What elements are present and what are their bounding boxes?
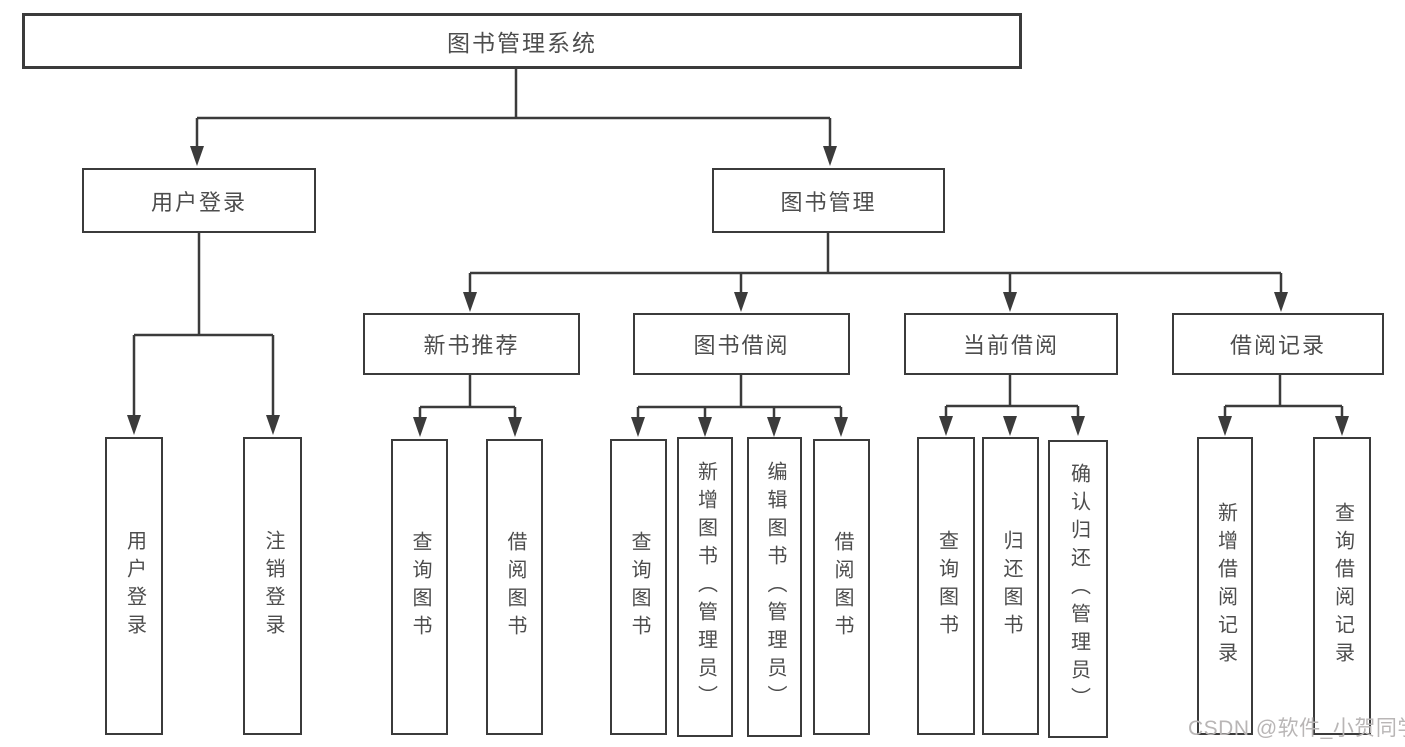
leaf-borrow-books-2: 借阅图书: [813, 439, 870, 735]
leaf-return-books: 归还图书: [982, 437, 1039, 735]
leaf-confirm-return-admin: 确认归还（管理员）: [1048, 440, 1108, 738]
leaf-label: 确认归还（管理员）: [1067, 463, 1090, 715]
node-label: 图书管理: [780, 189, 877, 215]
leaf-logout: 注销登录: [243, 437, 302, 735]
node-book-management: 图书管理: [712, 168, 945, 233]
leaf-query-borrow-record: 查询借阅记录: [1313, 437, 1371, 735]
leaf-borrow-books-1: 借阅图书: [486, 439, 543, 735]
node-new-book-recommendation: 新书推荐: [363, 313, 580, 375]
leaf-label: 借阅图书: [504, 531, 526, 643]
leaf-label: 查询借阅记录: [1331, 502, 1354, 670]
leaf-query-books-1: 查询图书: [391, 439, 448, 735]
leaf-label: 借阅图书: [831, 531, 853, 643]
node-current-borrowing: 当前借阅: [904, 313, 1118, 375]
node-label: 借阅记录: [1229, 333, 1326, 358]
node-user-login: 用户登录: [82, 168, 316, 233]
leaf-label: 注销登录: [262, 530, 284, 642]
node-book-borrowing: 图书借阅: [633, 313, 850, 375]
leaf-label: 新增借阅记录: [1214, 502, 1237, 670]
leaf-label: 用户登录: [123, 530, 146, 642]
leaf-query-books-2: 查询图书: [610, 439, 667, 735]
node-borrowing-records: 借阅记录: [1172, 313, 1384, 375]
leaf-edit-books-admin: 编辑图书（管理员）: [747, 437, 802, 737]
node-label: 图书管理系统: [447, 30, 597, 56]
leaf-label: 查询图书: [935, 530, 958, 642]
leaf-query-books-3: 查询图书: [917, 437, 975, 735]
leaf-label: 归还图书: [1000, 530, 1022, 642]
leaf-user-login: 用户登录: [105, 437, 163, 735]
node-library-management-system: 图书管理系统: [22, 13, 1022, 69]
leaf-label: 编辑图书（管理员）: [764, 461, 786, 713]
leaf-label: 查询图书: [409, 531, 431, 643]
leaf-add-books-admin: 新增图书（管理员）: [677, 437, 733, 737]
node-label: 当前借阅: [962, 333, 1059, 358]
node-label: 用户登录: [150, 189, 247, 215]
leaf-label: 新增图书（管理员）: [694, 461, 717, 713]
arrowhead-icons: [127, 146, 1349, 437]
node-label: 图书借阅: [693, 333, 790, 358]
watermark: CSDN @软件_小贺同学: [1188, 717, 1405, 740]
leaf-add-borrow-record: 新增借阅记录: [1197, 437, 1253, 735]
leaf-label: 查询图书: [628, 531, 650, 643]
node-label: 新书推荐: [423, 333, 520, 358]
